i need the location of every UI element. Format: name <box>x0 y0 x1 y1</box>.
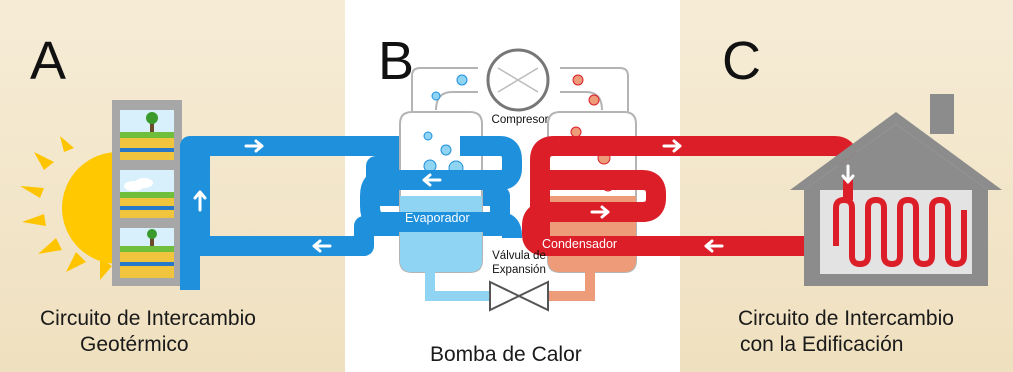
valve-label-line2: Expansión <box>492 264 546 276</box>
evaporator-label: Evaporador <box>405 211 470 225</box>
panel-b-caption: Bomba de Calor <box>430 343 582 366</box>
panel-c-letter: C <box>722 31 761 91</box>
panel-a-caption-line2: Geotérmico <box>80 333 189 356</box>
compressor-icon <box>486 48 550 112</box>
panel-b-letter: B <box>378 31 415 91</box>
condenser-label: Condensador <box>542 237 618 251</box>
valve-label-line1: Válvula de <box>492 250 546 262</box>
ground-layers-icon <box>112 100 182 286</box>
panel-a-letter: A <box>30 31 67 91</box>
compressor-label: Compresor <box>491 114 549 126</box>
liquid-lines <box>425 272 595 301</box>
expansion-valve-icon <box>489 280 549 312</box>
panel-c-caption-line1: Circuito de Intercambio <box>738 307 954 330</box>
radiator-coil-icon <box>833 197 967 267</box>
panel-a-caption-line1: Circuito de Intercambio <box>40 307 256 330</box>
panel-c-caption-line2: con la Edificación <box>740 333 904 356</box>
flow-arrow-icon <box>193 139 855 253</box>
evaporator-coil <box>360 136 522 246</box>
